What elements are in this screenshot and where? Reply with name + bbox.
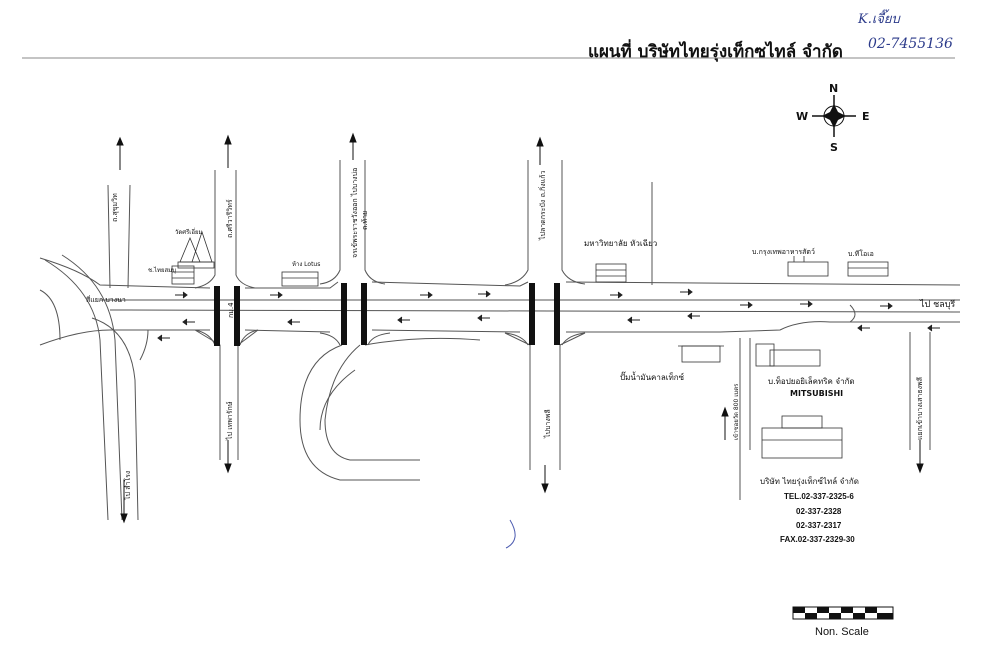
label-bangkok-food: บ.กรุงเทพอาหารสัตว์ (752, 248, 815, 256)
latkrabang-road (504, 160, 586, 470)
label-lotus: ห้าง Lotus (292, 261, 320, 268)
scale-bar (792, 606, 894, 620)
contact-tel: TEL.02-337-2325-6 (784, 492, 854, 501)
bangbo-road (299, 160, 481, 481)
lane-arrows (157, 288, 940, 342)
mitsubishi-factory-icon (755, 343, 821, 367)
overpass-latkrabang-right (554, 283, 560, 345)
label-to-bangplee: ไปบางพลี (543, 409, 552, 439)
flats-icon (171, 265, 195, 285)
label-flats: ช.ไทยสมบุ (148, 266, 176, 274)
label-to-thepharak: ไป เทพารักษ์ (225, 401, 234, 441)
sukhumvit-road (44, 184, 149, 521)
label-wat-sri-iam: วัดศรีเอี่ยม (175, 228, 202, 236)
building-icons (171, 230, 889, 459)
label-company: บริษัท ไทยรุ่งเท็กซ์ไทล์ จำกัด (760, 476, 859, 486)
compass-east: E (862, 110, 870, 123)
label-to-chonburi: ไป ชลบุรี (919, 299, 955, 310)
label-toa: บ.ทีโอเอ (848, 249, 874, 258)
temple-icon (177, 230, 215, 269)
label-mitsubishi-en: MITSUBISHI (790, 389, 843, 398)
compass-south: S (830, 141, 838, 154)
vertical-arrows (116, 132, 924, 524)
pen-mark (505, 519, 516, 549)
label-gas-station: ปั๊มน้ำมันคาลเท็กซ์ (620, 371, 685, 382)
toa-factory-icon (847, 261, 889, 277)
km4-road (194, 170, 259, 460)
label-bangbo: จรเข้พระราชวังออก ไปบางบ่อ (350, 168, 359, 258)
label-sukhumvit: ถ.สุขุมวิท (111, 193, 119, 222)
main-highway (39, 257, 961, 346)
overpass-bangbo-left (341, 283, 347, 345)
label-taluat: ถ.ท้าย (361, 211, 369, 230)
compass-north: N (829, 82, 838, 95)
overpass-bangbo-right (361, 283, 367, 345)
label-huachiew: มหาวิทยาลัย หัวเฉียว (584, 239, 657, 248)
overpass-km4-right (234, 286, 240, 346)
side-roads (651, 182, 931, 500)
map-title: แผนที่ บริษัทไทยรุ่งเท็กซไทล์ จำกัด (588, 42, 843, 62)
contact-tel3: 02-337-2317 (796, 521, 842, 530)
label-soi-entrance: เข้าซอยวัด 800 เมตร (733, 383, 740, 440)
compass-rose (812, 95, 856, 137)
label-bangna-junction: สี่แยก บางนา (86, 295, 126, 304)
gas-station-icon (678, 345, 724, 363)
university-icon (595, 263, 627, 283)
label-km4: กม.4 (227, 302, 235, 318)
contact-fax: FAX.02-337-2329-30 (780, 535, 855, 544)
handwritten-corner-note: K.เจี๊ยบ (858, 12, 900, 27)
handwritten-phone-note: 02-7455136 (868, 36, 953, 52)
scale-label: Non. Scale (815, 626, 869, 638)
company-factory-icon (761, 415, 843, 459)
label-latkrabang: ไปลาดกระบัง ถ.กิ่งแก้ว (538, 171, 547, 241)
label-mitsubishi-th: บ.ท็อปยอยิเล็คทริค จำกัด (768, 376, 855, 386)
lotus-store-icon (281, 271, 319, 287)
label-to-samrong: ไป สำโรง (123, 471, 132, 501)
label-sriwaree: ถ.ศรีวารีวิทร์ (226, 199, 234, 238)
overpass-km4-left (214, 286, 220, 346)
contact-tel2: 02-337-2328 (796, 507, 842, 516)
label-bangsaothong: แยกเข้าบางเสาธงพลี (916, 377, 924, 440)
factory-food-icon (787, 256, 829, 277)
overpass-latkrabang-left (529, 283, 535, 345)
compass-west: W (796, 110, 808, 123)
